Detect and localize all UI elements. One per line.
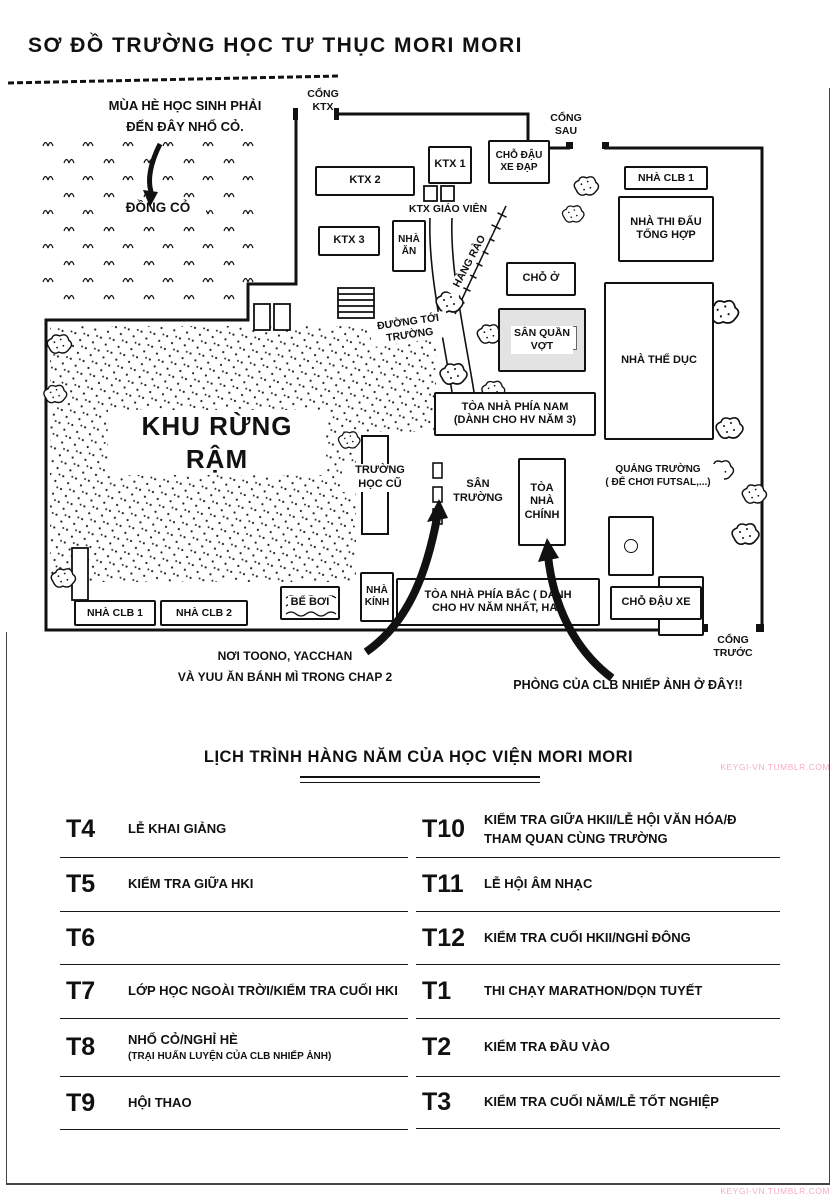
schedule-month: T1 — [422, 977, 452, 1005]
schedule-row: T5 KIỂM TRA GIỮA HKI — [60, 858, 408, 912]
label-ktx-teachers: KTX GIÁO VIÊN — [408, 203, 488, 215]
schedule-event-sub: (TRẠI HUẤN LUYỆN CỦA CLB NHIẾP ẢNH) — [128, 1050, 332, 1062]
building-gym: NHÀ THỂ DỤC — [604, 282, 714, 440]
label-tennis: SÂN QUẦN VỢT — [510, 326, 573, 354]
schedule-event-main: NHỔ CỎ/NGHỈ HÈ — [128, 1031, 238, 1047]
schedule-row: T7 LỚP HỌC NGOÀI TRỜI/KIỂM TRA CUỐI HKI — [60, 965, 408, 1019]
building-bike-parking: CHỖ ĐẬU XE ĐẠP — [488, 140, 550, 184]
building-ktx3: KTX 3 — [318, 226, 380, 256]
page-border-bottom — [6, 1183, 830, 1185]
schedule-month: T9 — [66, 1088, 96, 1117]
building-ktx1: KTX 1 — [428, 146, 472, 184]
schedule-event: LỄ HỘI ÂM NHẠC — [484, 876, 593, 892]
grass-field-texture — [38, 142, 262, 310]
schedule-month: T2 — [422, 1033, 452, 1061]
note-bread: NƠI TOONO, YACCHAN VÀ YUU ĂN BÁNH MÌ TRO… — [177, 649, 393, 684]
label-square: QUẢNG TRƯỜNG ( ĐỂ CHƠI FUTSAL,...) — [592, 464, 724, 489]
building-ktx2: KTX 2 — [315, 166, 415, 196]
building-club1-bottom: NHÀ CLB 1 — [74, 600, 156, 626]
schedule-event: NHỔ CỎ/NGHỈ HÈ (TRẠI HUẤN LUYỆN CỦA CLB … — [128, 1031, 331, 1064]
schedule-row: T2 KIỂM TRA ĐẦU VÀO — [416, 1019, 780, 1077]
schedule-left-column: T4 LỄ KHAI GIẢNG T5 KIỂM TRA GIỮA HKI T6… — [60, 802, 408, 1130]
schedule-event: LỄ KHAI GIẢNG — [128, 821, 227, 837]
schedule-month: T8 — [66, 1033, 96, 1061]
label-gate-ktx: CỔNG KTX — [307, 88, 339, 114]
schedule-event: LỚP HỌC NGOÀI TRỜI/KIỂM TRA CUỐI HKI — [128, 983, 398, 999]
gate-posts — [293, 108, 764, 632]
swimming-pool: BỂ BƠI — [280, 586, 340, 620]
building-canteen: NHÀ ĂN — [392, 220, 426, 272]
schedule-event: KIỂM TRA GIỮA HKII/LỄ HỘI VĂN HÓA/Đ THAM… — [484, 811, 737, 846]
watermark: KEYGI-VN.TUMBLR.COM — [720, 762, 830, 772]
schedule-title: LỊCH TRÌNH HÀNG NĂM CỦA HỌC VIỆN MORI MO… — [203, 748, 634, 766]
schedule-month: T5 — [66, 870, 96, 898]
schedule-row: T6 — [60, 912, 408, 965]
schedule-title-underline — [300, 776, 540, 783]
schedule-month: T6 — [66, 923, 96, 952]
building-north: TÒA NHÀ PHÍA BẮC ( DÀNH CHO HV NĂM NHẤT,… — [396, 578, 600, 626]
building-club1-top: NHÀ CLB 1 — [624, 166, 708, 190]
building-south: TÒA NHÀ PHÍA NAM (DÀNH CHO HV NĂM 3) — [434, 392, 596, 436]
schedule-event: KIỂM TRA ĐẦU VÀO — [484, 1039, 610, 1055]
schedule-event: HỘI THAO — [128, 1094, 192, 1110]
schedule-row: T1 THI CHẠY MARATHON/DỌN TUYẾT — [416, 965, 780, 1019]
schedule-row: T9 HỘI THAO — [60, 1077, 408, 1130]
stairs — [337, 287, 375, 319]
schedule-event: KIỂM TRA CUỐI NĂM/LỄ TỐT NGHIỆP — [484, 1094, 719, 1110]
note-weeding: MÙA HÈ HỌC SINH PHẢI ĐẾN ĐÂY NHỔ CỎ. — [108, 98, 262, 134]
label-yard: SÂN TRƯỜNG — [453, 478, 503, 504]
building-parking: CHỖ ĐẬU XE — [610, 586, 702, 620]
label-grass-field: ĐỒNG CỎ — [110, 200, 206, 217]
schedule-row: T11 LỄ HỘI ÂM NHẠC — [416, 858, 780, 912]
schedule-event: KIỂM TRA GIỮA HKI — [128, 876, 254, 892]
schedule-row: T8 NHỔ CỎ/NGHỈ HÈ (TRẠI HUẤN LUYỆN CỦA C… — [60, 1019, 408, 1077]
page-border-left — [6, 632, 7, 1184]
schedule-event: THI CHẠY MARATHON/DỌN TUYẾT — [484, 983, 703, 999]
building-arena: NHÀ THI ĐẤU TỔNG HỢP — [618, 196, 714, 262]
schedule-event: KIỂM TRA CUỐI HKII/NGHỈ ĐÔNG — [484, 929, 691, 945]
schedule-month: T12 — [422, 923, 466, 952]
schedule-month: T10 — [422, 815, 466, 843]
bread-spot-benches — [432, 462, 443, 525]
label-pool: BỂ BƠI — [287, 596, 333, 610]
schedule-row: T10 KIỂM TRA GIỮA HKII/LỄ HỘI VĂN HÓA/Đ … — [416, 802, 780, 858]
page-border-right — [829, 88, 830, 1184]
building-club2-bottom: NHÀ CLB 2 — [160, 600, 248, 626]
schedule-month: T4 — [66, 815, 96, 843]
small-structures — [71, 185, 455, 601]
label-gate-back: CỔNG SAU — [550, 112, 582, 138]
note-photo-club: PHÒNG CỦA CLB NHIẾP ẢNH Ở ĐÂY!! — [513, 678, 743, 692]
building-greenhouse: NHÀ KÍNH — [360, 572, 394, 622]
schedule-month: T11 — [422, 870, 464, 898]
page-title: SƠ ĐỒ TRƯỜNG HỌC TƯ THỤC MORI MORI — [28, 34, 523, 57]
building-main: TÒA NHÀ CHÍNH — [518, 458, 566, 546]
schedule-row: T12 KIỂM TRA CUỐI HKII/NGHỈ ĐÔNG — [416, 912, 780, 965]
tennis-court: SÂN QUẦN VỢT — [498, 308, 586, 372]
schedule-month: T7 — [66, 977, 96, 1005]
building-lodging: CHỖ Ở — [506, 262, 576, 296]
label-old-school: TRƯỜNG HỌC CŨ — [342, 464, 418, 492]
futsal-court-1 — [608, 516, 654, 576]
schedule-month: T3 — [422, 1088, 452, 1116]
schedule-row: T3 KIỂM TRA CUỐI NĂM/LỄ TỐT NGHIỆP — [416, 1077, 780, 1129]
schedule-right-column: T10 KIỂM TRA GIỮA HKII/LỄ HỘI VĂN HÓA/Đ … — [416, 802, 780, 1129]
watermark: KEYGI-VN.TUMBLR.COM — [720, 1186, 830, 1196]
schedule-row: T4 LỄ KHAI GIẢNG — [60, 802, 408, 858]
label-forest: KHU RỪNG RẬM — [108, 410, 326, 475]
label-gate-front: CỔNG TRƯỚC — [713, 634, 753, 660]
